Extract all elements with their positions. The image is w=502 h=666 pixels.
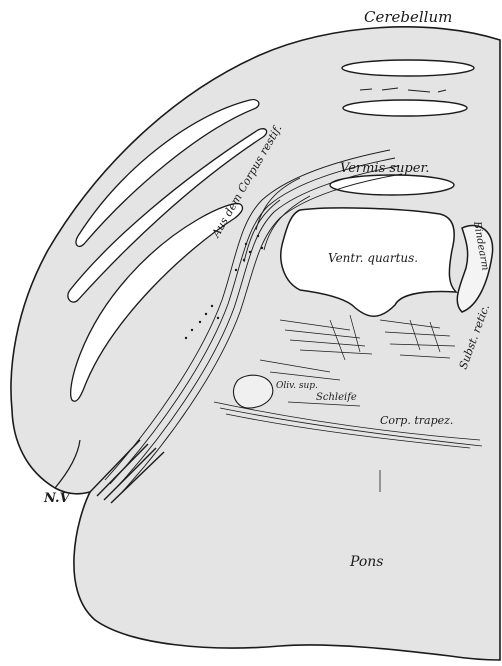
label-schleife: Schleife: [316, 392, 357, 403]
folium-ellipse-3: [330, 175, 454, 195]
label-corp-trapez: Corp. trapez.: [380, 414, 453, 427]
label-nv: N.V: [43, 491, 72, 506]
folium-ellipse-1: [342, 60, 474, 76]
label-pons: Pons: [349, 554, 383, 570]
folium-ellipse-2: [343, 100, 467, 116]
label-ventr-quartus: Ventr. quartus.: [328, 251, 418, 265]
label-vermis-super: Vermis super.: [340, 161, 429, 176]
label-cerebellum: Cerebellum: [364, 8, 452, 26]
label-oliv-sup: Oliv. sup.: [276, 381, 318, 391]
